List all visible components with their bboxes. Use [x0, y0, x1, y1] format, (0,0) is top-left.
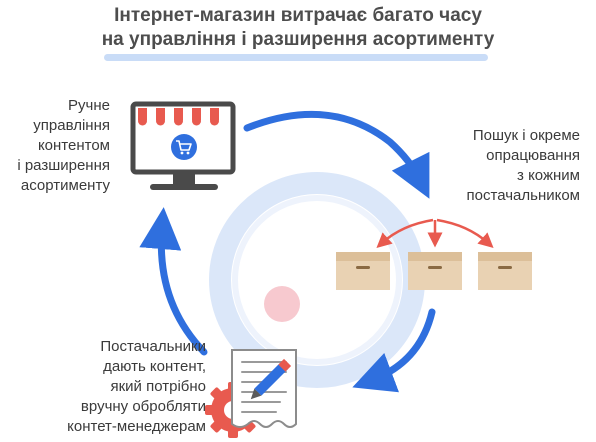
cardboard-box-icon	[336, 252, 390, 290]
cycle-arrow-left	[139, 207, 208, 356]
caption-manual-management: Ручне управління контентом і разширення …	[17, 97, 110, 194]
cycle-arrow-top	[243, 110, 430, 199]
document-pen-icon	[231, 349, 297, 428]
caption-supplier-search: Пошук і окреме опрацювання з кожним пост…	[466, 127, 580, 204]
cardboard-box-icon	[478, 252, 532, 290]
center-dot	[264, 286, 300, 322]
title-highlight-bar	[104, 54, 488, 61]
distribution-arrow-left	[376, 218, 434, 249]
cycle-arrow-bottom	[352, 308, 436, 393]
title-line-1: Інтернет-магазин витрачає багато часу	[114, 5, 482, 26]
diagram-title: Інтернет-магазин витрачає багато часу на…	[0, 4, 596, 52]
title-line-2: на управління і разширення асортименту	[101, 29, 495, 50]
shopping-cart-icon	[171, 134, 197, 160]
cardboard-box-icon	[408, 252, 462, 290]
distribution-arrow-right	[436, 218, 494, 249]
caption-supplier-content: Постачальники дають контент, який потріб…	[67, 338, 206, 435]
